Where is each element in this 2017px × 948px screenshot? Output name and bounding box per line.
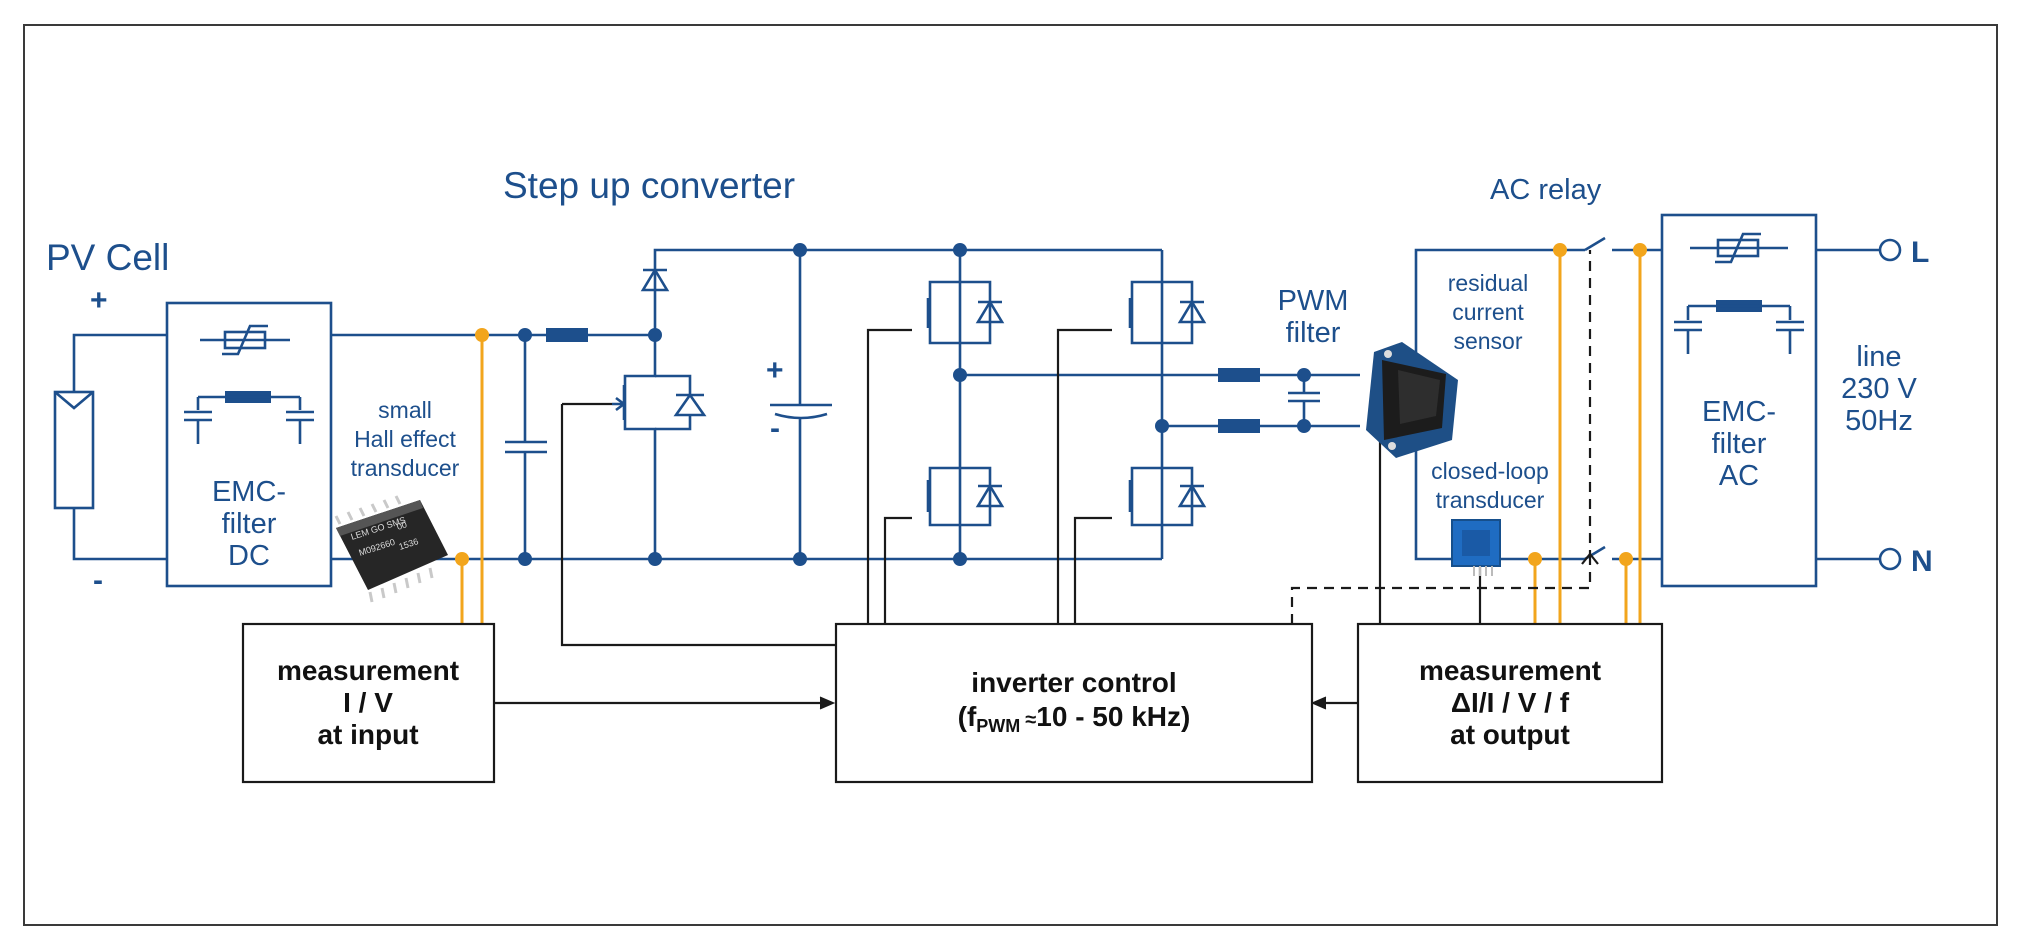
terminal-n-label: N xyxy=(1911,545,1933,578)
rcs-label-1: residual xyxy=(1448,270,1529,296)
junction-dots xyxy=(518,243,1311,566)
meas-in-line1: measurement xyxy=(277,655,459,686)
closed-loop-label-1: closed-loop xyxy=(1431,458,1549,484)
hall-label-3: transducer xyxy=(351,455,460,481)
chip-marking-2: 00 xyxy=(396,519,409,532)
meas-in-line2: I / V xyxy=(343,687,393,718)
hall-label-2: Hall effect xyxy=(354,426,456,452)
diagram-title: Step up converter xyxy=(503,165,795,206)
terminal-l-label: L xyxy=(1911,236,1929,269)
meas-out-line2: ΔI/I / V / f xyxy=(1451,687,1570,718)
meas-out-line1: measurement xyxy=(1419,655,1601,686)
residual-current-sensor-image xyxy=(1366,342,1458,458)
pwm-filter-line1: PWM xyxy=(1278,285,1349,317)
pv-cell-label: PV Cell xyxy=(46,237,169,278)
rcs-label-2: current xyxy=(1452,299,1524,325)
line-label-1: line xyxy=(1856,341,1901,373)
emc-dc-line3: DC xyxy=(228,540,270,572)
line-label-2: 230 V xyxy=(1841,373,1917,405)
inverter-line1: inverter control xyxy=(971,667,1176,698)
rcs-label-3: sensor xyxy=(1453,328,1522,354)
emc-dc-line1: EMC- xyxy=(212,476,286,508)
pv-minus-sign: - xyxy=(93,564,103,597)
power-wiring xyxy=(53,213,1902,588)
line-label-3: 50Hz xyxy=(1845,405,1913,437)
cap-minus-sign: - xyxy=(770,412,780,445)
emc-filter-ac-box xyxy=(1660,213,1818,588)
switch-tl xyxy=(926,280,1005,345)
emc-ac-line2: filter xyxy=(1712,428,1767,460)
ac-relay-label: AC relay xyxy=(1490,174,1602,206)
pv-plus-sign: + xyxy=(90,284,108,317)
cap-plus-sign: + xyxy=(766,354,784,387)
emc-filter-dc-box xyxy=(165,301,333,588)
switch-br xyxy=(1128,466,1207,527)
sense-wiring xyxy=(455,243,1647,624)
meas-out-line3: at output xyxy=(1450,719,1570,750)
measurement-input-block xyxy=(241,622,496,784)
closed-loop-label-2: transducer xyxy=(1436,487,1545,513)
inverter-line2: (fPWM ≈10 - 50 kHz) xyxy=(958,701,1191,736)
emc-dc-line2: filter xyxy=(222,508,277,540)
switch-bl xyxy=(926,466,1005,527)
measurement-output-block xyxy=(1356,622,1664,784)
switch-tr xyxy=(1128,280,1207,345)
emc-ac-line3: AC xyxy=(1719,460,1759,492)
pwm-filter-line2: filter xyxy=(1286,317,1341,349)
hall-chip-image: LEM GO SMS 00 M092660 1536 xyxy=(334,495,448,603)
meas-in-line3: at input xyxy=(317,719,418,750)
inverter-control-block xyxy=(834,622,1314,784)
closed-loop-transducer-image xyxy=(1451,519,1501,576)
control-wiring xyxy=(494,250,1599,710)
hall-label-1: small xyxy=(378,397,432,423)
emc-ac-line1: EMC- xyxy=(1702,396,1776,428)
